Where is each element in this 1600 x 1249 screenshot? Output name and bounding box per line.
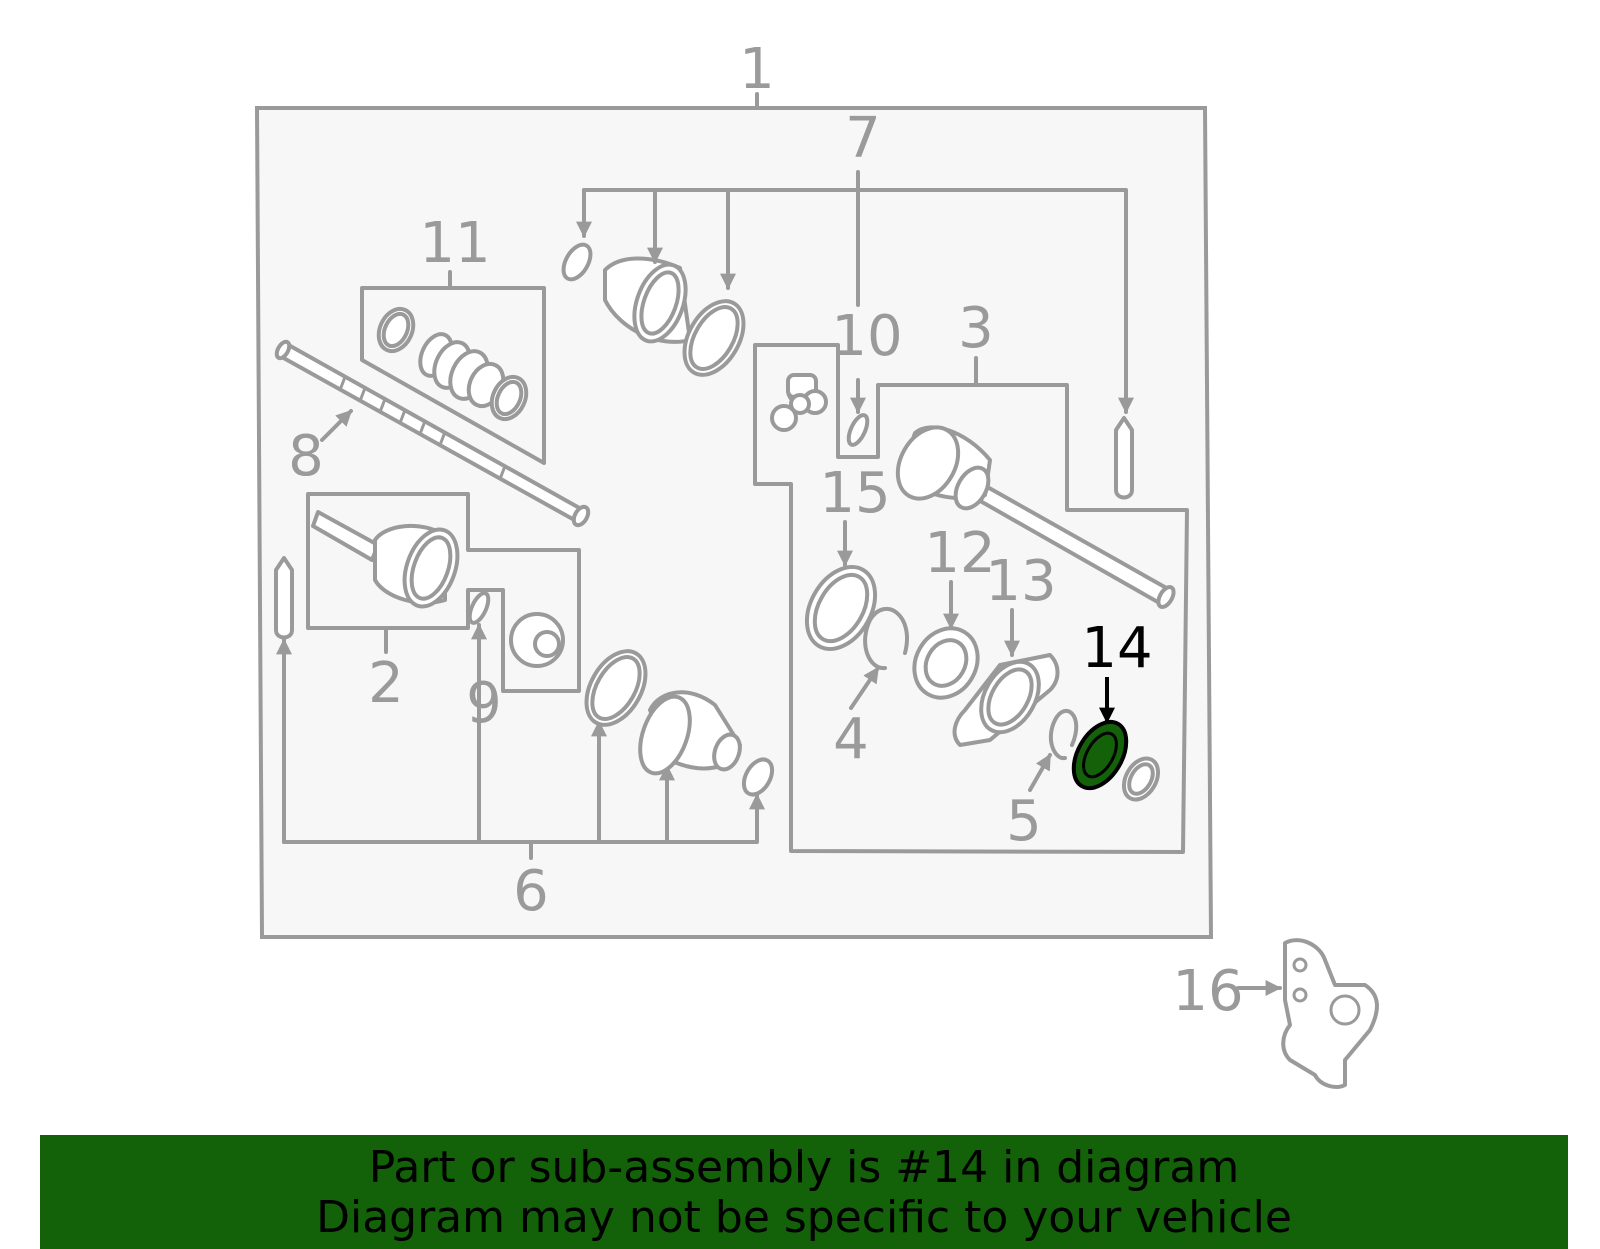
highlighted-part-14	[1071, 719, 1129, 791]
tripod-part	[770, 373, 828, 432]
callout-7: 7	[845, 106, 881, 171]
callout-16: 16	[1172, 959, 1243, 1024]
callout-9: 9	[466, 671, 502, 736]
subgroup-11-outline	[360, 286, 546, 465]
callout-10: 10	[831, 304, 902, 369]
callout-13: 13	[985, 549, 1056, 614]
subgroup-3-outline	[753, 343, 1189, 854]
knuckle-part	[1281, 938, 1379, 1089]
subgroup-2-outline	[306, 492, 581, 693]
inner-joint-shaft-part	[895, 425, 1176, 609]
callout-8: 8	[288, 424, 324, 489]
callout-4: 4	[833, 707, 869, 772]
axle-shaft-part	[274, 339, 591, 528]
assembly-panel	[254, 106, 1214, 939]
callout-14: 14	[1081, 616, 1152, 681]
callout-2: 2	[368, 651, 404, 716]
banner-line-1: Part or sub-assembly is #14 in diagram	[368, 1142, 1240, 1193]
callout-6: 6	[513, 859, 549, 924]
callout-3: 3	[958, 296, 994, 361]
callout-15: 15	[819, 461, 890, 526]
callout-11: 11	[419, 211, 490, 276]
outer-cv-joint-part	[311, 510, 460, 609]
callout-5: 5	[1006, 789, 1042, 854]
callout-12: 12	[924, 521, 995, 586]
info-banner: Part or sub-assembly is #14 in diagram D…	[40, 1135, 1568, 1249]
banner-line-2: Diagram may not be specific to your vehi…	[316, 1192, 1292, 1243]
callout-1: 1	[739, 37, 775, 102]
